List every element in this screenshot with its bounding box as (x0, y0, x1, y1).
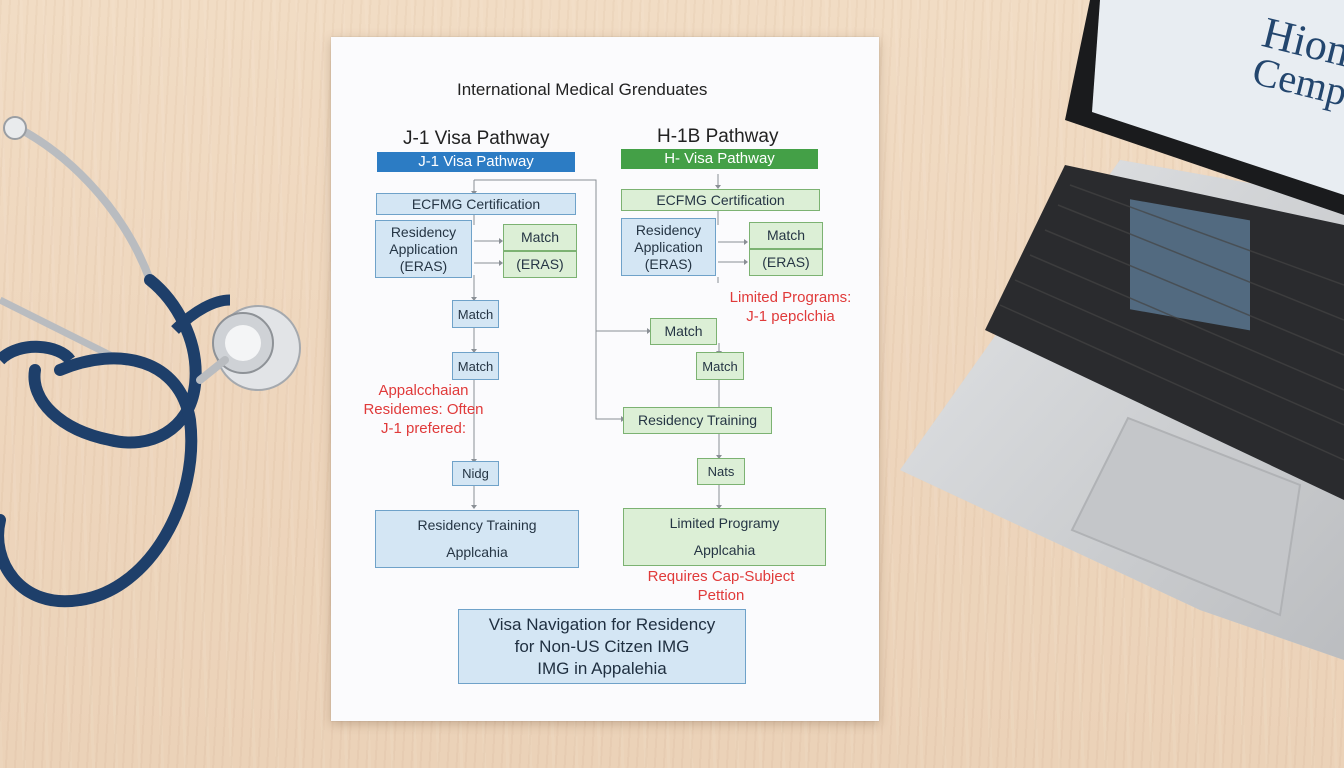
j1-note-line-2: Residemes: Often (363, 401, 484, 418)
h1b-match-2: Match (696, 352, 744, 380)
h1b-match-box: Match (749, 222, 823, 249)
h1b-residency-app-line-2: Application (634, 238, 703, 255)
j1-final-line-2: Applcahia (446, 544, 508, 560)
h1b-pathway-bar: H- Visa Pathway (621, 149, 818, 169)
j1-residency-app-line-3: (ERAS) (399, 257, 448, 274)
h1b-limited-line-2: J-1 pepclchia (746, 308, 835, 325)
footer-summary-box: Visa Navigation for Residency for Non-US… (458, 609, 746, 684)
j1-final-line-1: Residency Training (417, 517, 537, 533)
footer-line-2: for Non-US Citzen IMG (514, 636, 690, 656)
h1b-requires-note: Requires Cap-Subject Pettion (621, 567, 821, 605)
h1b-requires-line-2: Pettion (697, 587, 745, 604)
footer-line-1: Visa Navigation for Residency (488, 614, 716, 634)
h1b-final-box: Limited Programy Applcahia (623, 508, 826, 566)
j1-note-line-1: Appalcchaian (378, 382, 469, 399)
j1-ecfmg-box: ECFMG Certification (376, 193, 576, 215)
h1b-final-line-1: Limited Programy (669, 515, 780, 531)
stethoscope-icon (0, 116, 301, 608)
j1-pathway-bar: J-1 Visa Pathway (377, 152, 575, 172)
h1b-ecfmg-box: ECFMG Certification (621, 189, 820, 211)
h1b-residency-training-box: Residency Training (623, 407, 772, 434)
h1b-nats-box: Nats (697, 458, 745, 485)
h1b-final-line-2: Applcahia (693, 542, 756, 558)
footer-line-3: IMG in Appalehia (537, 658, 667, 678)
h1b-requires-line-1: Requires Cap-Subject (647, 568, 795, 585)
j1-match-1: Match (452, 300, 499, 328)
h1b-residency-app-box: Residency Application (ERAS) (621, 218, 716, 276)
connector-lines (471, 174, 748, 509)
j1-heading: J-1 Visa Pathway (403, 128, 550, 149)
j1-match-box: Match (503, 224, 577, 251)
h1b-residency-app-line-1: Residency (635, 221, 702, 238)
h1b-eras-box: (ERAS) (749, 249, 823, 276)
h1b-match-1: Match (650, 318, 717, 345)
h1b-heading: H-1B Pathway (657, 126, 779, 147)
j1-nidg-box: Nidg (452, 461, 499, 486)
flowchart-paper: International Medical Grenduates J-1 Vis… (331, 37, 879, 721)
h1b-residency-app-line-3: (ERAS) (644, 255, 693, 272)
laptop-icon (900, 0, 1344, 660)
j1-residency-app-box: Residency Application (ERAS) (375, 220, 472, 278)
j1-residency-app-line-2: Application (389, 240, 458, 257)
j1-appalachian-note: Appalcchaian Residemes: Often J-1 prefer… (351, 381, 496, 438)
h1b-limited-line-1: Limited Programs: (729, 289, 852, 306)
j1-eras-box: (ERAS) (503, 251, 577, 278)
j1-residency-app-line-1: Residency (390, 223, 457, 240)
document-title: International Medical Grenduates (457, 80, 708, 99)
j1-final-box: Residency Training Applcahia (375, 510, 579, 568)
j1-match-2: Match (452, 352, 499, 380)
j1-note-line-3: J-1 prefered: (380, 420, 467, 437)
h1b-limited-note: Limited Programs: J-1 pepclchia (723, 288, 858, 326)
